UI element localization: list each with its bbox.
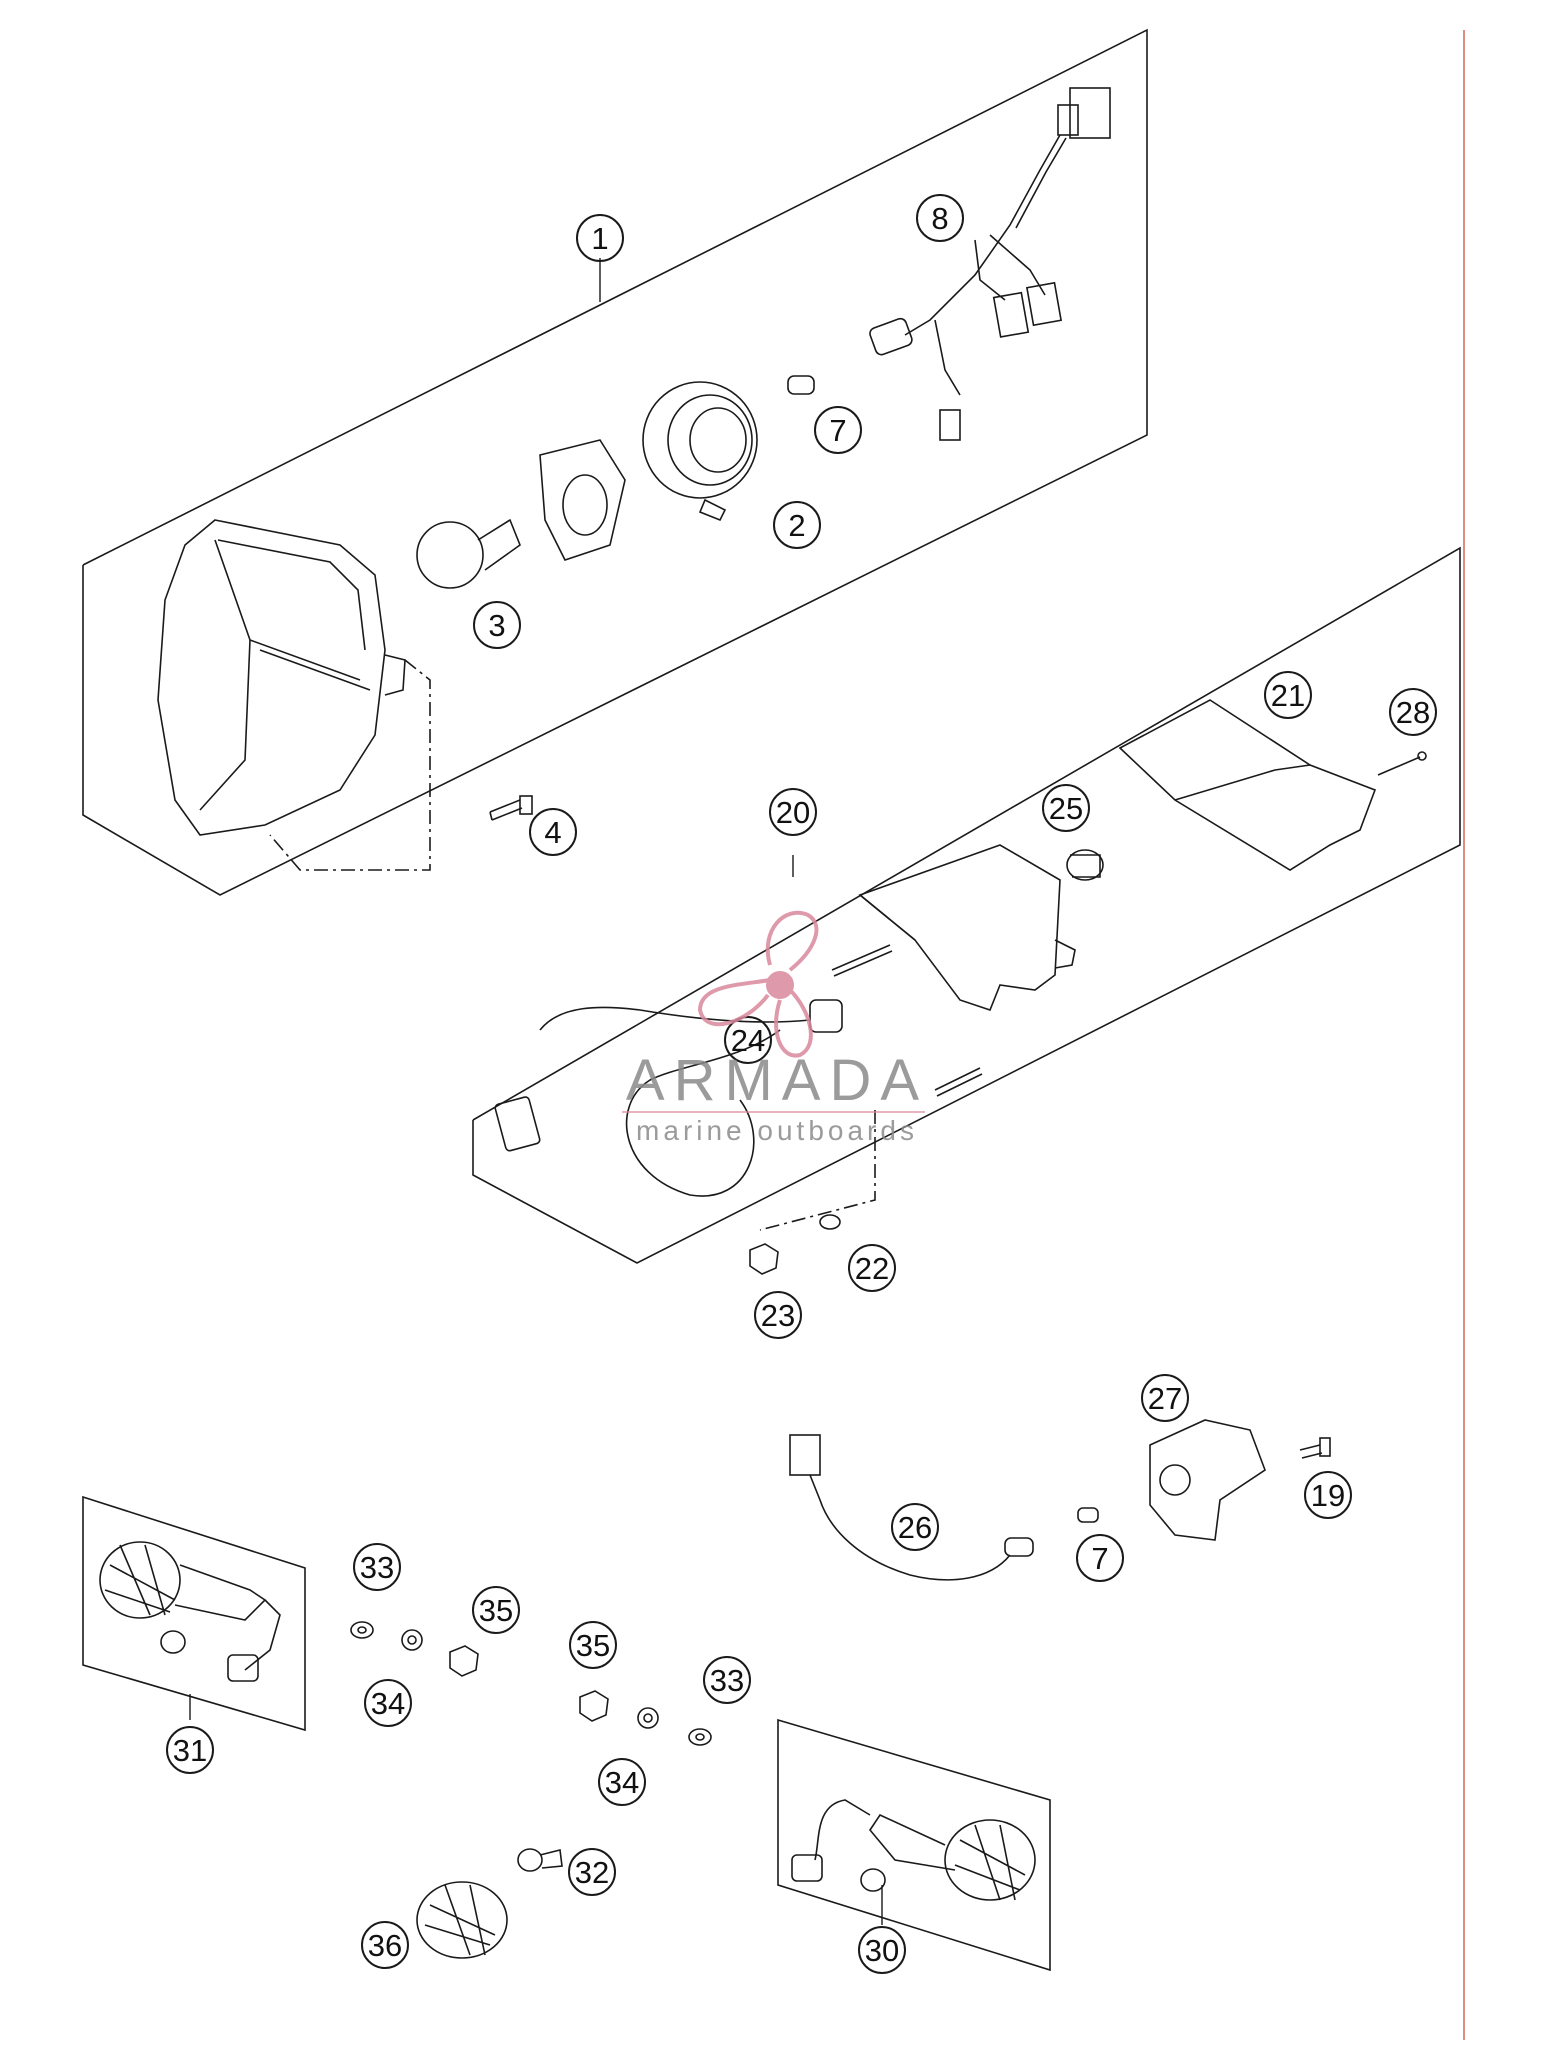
svg-text:19: 19: [1311, 1478, 1345, 1513]
callout-7-plate: 7: [1076, 1534, 1124, 1582]
callout-25: 25: [1042, 784, 1090, 832]
callout-34-right: 34: [598, 1758, 646, 1806]
svg-text:34: 34: [605, 1765, 639, 1800]
loose-hardware: [350, 1621, 712, 1959]
svg-text:2: 2: [788, 508, 805, 543]
callout-8: 8: [916, 194, 964, 242]
callout-4: 4: [529, 808, 577, 856]
svg-text:28: 28: [1396, 695, 1430, 730]
callout-3: 3: [473, 601, 521, 649]
callout-30: 30: [858, 1926, 906, 1974]
svg-text:4: 4: [544, 815, 561, 850]
callout-35-right: 35: [569, 1621, 617, 1669]
svg-text:33: 33: [360, 1550, 394, 1585]
callout-1: 1: [576, 214, 624, 262]
svg-text:35: 35: [479, 1593, 513, 1628]
leader-lines: [189, 258, 883, 1925]
propeller-logo-icon: [697, 911, 819, 1058]
watermark-logo: ARMADA marine outboards: [622, 911, 928, 1146]
callout-22: 22: [848, 1244, 896, 1292]
callout-33-left: 33: [353, 1543, 401, 1591]
watermark-title: ARMADA: [626, 1048, 928, 1113]
panel-taillight: [472, 546, 1461, 1264]
callout-27: 27: [1141, 1374, 1189, 1422]
panel-indicator-30: [777, 1718, 1051, 1972]
callout-36: 36: [361, 1921, 409, 1969]
svg-text:33: 33: [710, 1663, 744, 1698]
callout-28: 28: [1389, 688, 1437, 736]
plate-light-assembly: [789, 1419, 1331, 1581]
panel-headlight: [82, 28, 1148, 896]
svg-text:3: 3: [488, 608, 505, 643]
callout-26: 26: [891, 1503, 939, 1551]
svg-text:20: 20: [776, 795, 810, 830]
svg-text:35: 35: [576, 1628, 610, 1663]
svg-text:24: 24: [731, 1023, 765, 1058]
callout-20: 20: [769, 788, 817, 836]
svg-text:8: 8: [931, 201, 948, 236]
svg-text:27: 27: [1148, 1381, 1182, 1416]
callout-19: 19: [1304, 1471, 1352, 1519]
watermark-subtitle: marine outboards: [636, 1115, 918, 1146]
callout-2: 2: [773, 501, 821, 549]
svg-text:34: 34: [371, 1686, 405, 1721]
svg-text:36: 36: [368, 1928, 402, 1963]
callout-34-left: 34: [364, 1679, 412, 1727]
callouts: 1 2 3 4 7 8 20 21 22 23 24 25 28 27 19 7…: [166, 194, 1437, 1974]
callout-35-left: 35: [472, 1586, 520, 1634]
headlight-assembly: [157, 87, 1111, 871]
callout-31: 31: [166, 1726, 214, 1774]
callout-24: 24: [724, 1016, 772, 1064]
svg-text:32: 32: [575, 1855, 609, 1890]
callout-21: 21: [1264, 671, 1312, 719]
callout-23: 23: [754, 1291, 802, 1339]
taillight-assembly: [494, 699, 1427, 1275]
svg-text:30: 30: [865, 1933, 899, 1968]
svg-text:23: 23: [761, 1298, 795, 1333]
svg-text:25: 25: [1049, 791, 1083, 826]
callout-7-head: 7: [814, 406, 862, 454]
svg-text:31: 31: [173, 1733, 207, 1768]
panel-indicator-31: [82, 1495, 306, 1732]
svg-text:26: 26: [898, 1510, 932, 1545]
callout-32: 32: [568, 1848, 616, 1896]
svg-text:7: 7: [1091, 1541, 1108, 1576]
svg-text:22: 22: [855, 1251, 889, 1286]
svg-text:21: 21: [1271, 678, 1305, 713]
svg-text:1: 1: [591, 221, 608, 256]
svg-text:7: 7: [829, 413, 846, 448]
callout-33-right: 33: [703, 1656, 751, 1704]
